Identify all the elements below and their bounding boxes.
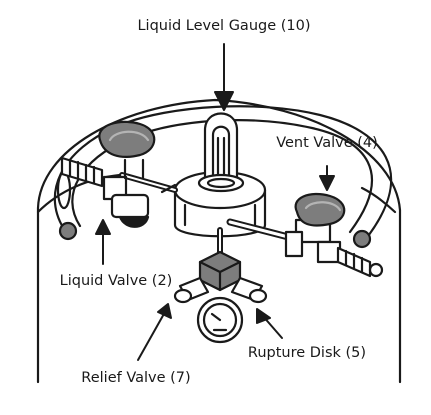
liquid-level-gauge	[197, 112, 245, 193]
label-vent-valve: Vent Valve (4)	[276, 135, 378, 151]
label-relief-valve: Relief Valve (7)	[81, 370, 190, 386]
labels: Liquid Level Gauge (10) Vent Valve (4) L…	[60, 18, 378, 386]
label-liquid-level-gauge: Liquid Level Gauge (10)	[137, 18, 310, 34]
label-liquid-valve: Liquid Valve (2)	[60, 273, 173, 289]
liquid-valve	[60, 120, 178, 228]
label-rupture-disk: Rupture Disk (5)	[248, 345, 366, 361]
relief-valve-assembly	[173, 227, 268, 344]
leader-arrows	[95, 43, 335, 361]
vent-valve	[226, 192, 384, 278]
